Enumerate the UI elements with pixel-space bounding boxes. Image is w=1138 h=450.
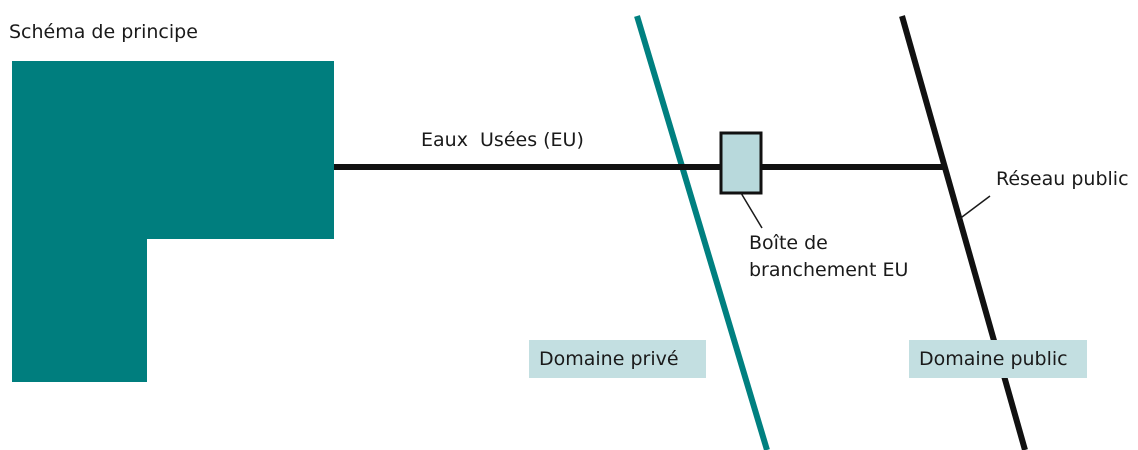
public-network-line [899,15,1028,450]
inspection-box-icon [719,131,763,195]
diagram-title: Schéma de principe [9,21,198,43]
building-shape [12,61,334,382]
public-network-label: Réseau public [996,168,1129,190]
junction-box-label-line1: Boîte de [749,232,828,254]
private-domain-boundary [634,15,770,450]
box-leader-line [740,192,763,229]
network-leader-line [957,195,991,221]
junction-box-label-line2: branchement EU [749,259,909,281]
junction-box-label: Boîte de branchement EU [749,230,908,284]
public-domain-tag: Domaine public [909,340,1087,378]
pipe-label: Eaux Usées (EU) [421,129,584,151]
private-domain-tag: Domaine privé [529,340,706,378]
